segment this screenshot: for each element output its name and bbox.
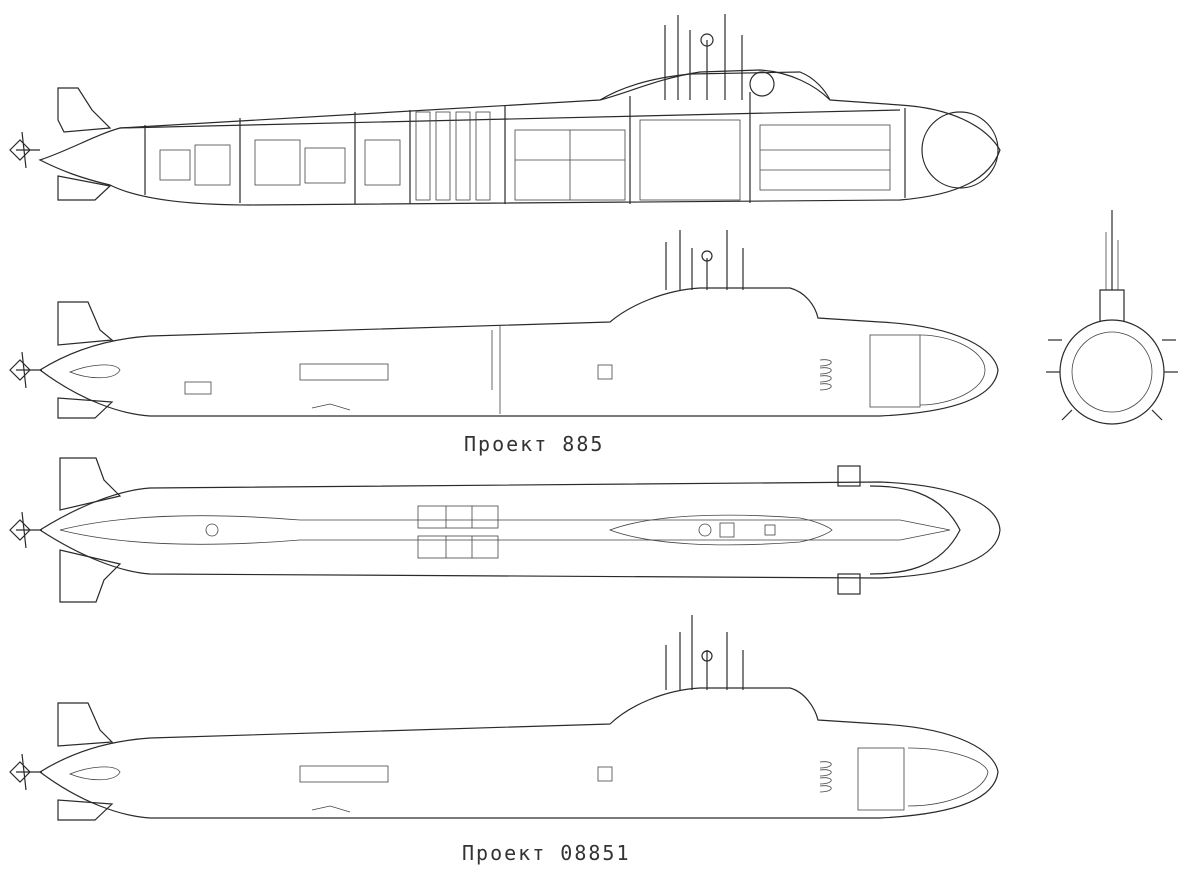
top-propeller xyxy=(9,511,42,549)
side-885-masts xyxy=(665,230,744,290)
front-hull-outer xyxy=(1059,319,1165,425)
cutaway-sail xyxy=(599,71,831,101)
front-planes xyxy=(1046,339,1178,421)
side-885-tail-cone xyxy=(68,364,121,379)
side-08851-lower-rudder xyxy=(57,799,114,821)
top-view xyxy=(9,457,1001,603)
side-08851-masts xyxy=(665,615,744,690)
cutaway-masts xyxy=(664,14,775,100)
top-centerline xyxy=(59,515,951,545)
side-08851-tail-cone xyxy=(68,766,121,781)
caption-project-885: Проект 885 xyxy=(464,432,605,456)
cutaway-bow-sphere xyxy=(921,111,999,189)
side-885-details xyxy=(184,326,986,414)
front-hull-inner xyxy=(1071,331,1153,413)
cutaway-launch-tubes xyxy=(415,111,491,201)
cutaway-upper-rudder xyxy=(57,87,112,133)
top-sail xyxy=(608,514,833,546)
side-885-hull xyxy=(38,287,999,417)
cutaway-machinery xyxy=(159,119,891,201)
cutaway-lower-rudder xyxy=(57,175,112,201)
top-sail-details xyxy=(205,522,776,538)
side-08851-upper-rudder xyxy=(57,702,114,747)
side-08851-details xyxy=(299,747,989,813)
top-lower-fin xyxy=(59,549,122,603)
side-view-885 xyxy=(9,230,999,419)
side-08851-hull xyxy=(38,687,999,819)
cutaway-side-view xyxy=(9,14,1001,206)
side-885-lower-rudder xyxy=(57,397,114,419)
side-view-08851 xyxy=(9,615,999,821)
side-885-propeller xyxy=(9,351,42,389)
front-sail xyxy=(1099,289,1125,322)
cutaway-propeller xyxy=(9,131,40,169)
top-launch-hatches xyxy=(417,505,499,559)
cutaway-hull xyxy=(38,69,1001,206)
cutaway-bulkheads xyxy=(119,92,906,204)
caption-project-08851: Проект 08851 xyxy=(462,841,631,865)
top-upper-fin xyxy=(59,457,122,511)
side-885-upper-rudder xyxy=(57,301,114,346)
side-08851-propeller xyxy=(9,753,42,791)
top-bow-planes xyxy=(837,465,961,595)
top-hull xyxy=(38,481,1001,579)
front-view xyxy=(1046,210,1178,425)
